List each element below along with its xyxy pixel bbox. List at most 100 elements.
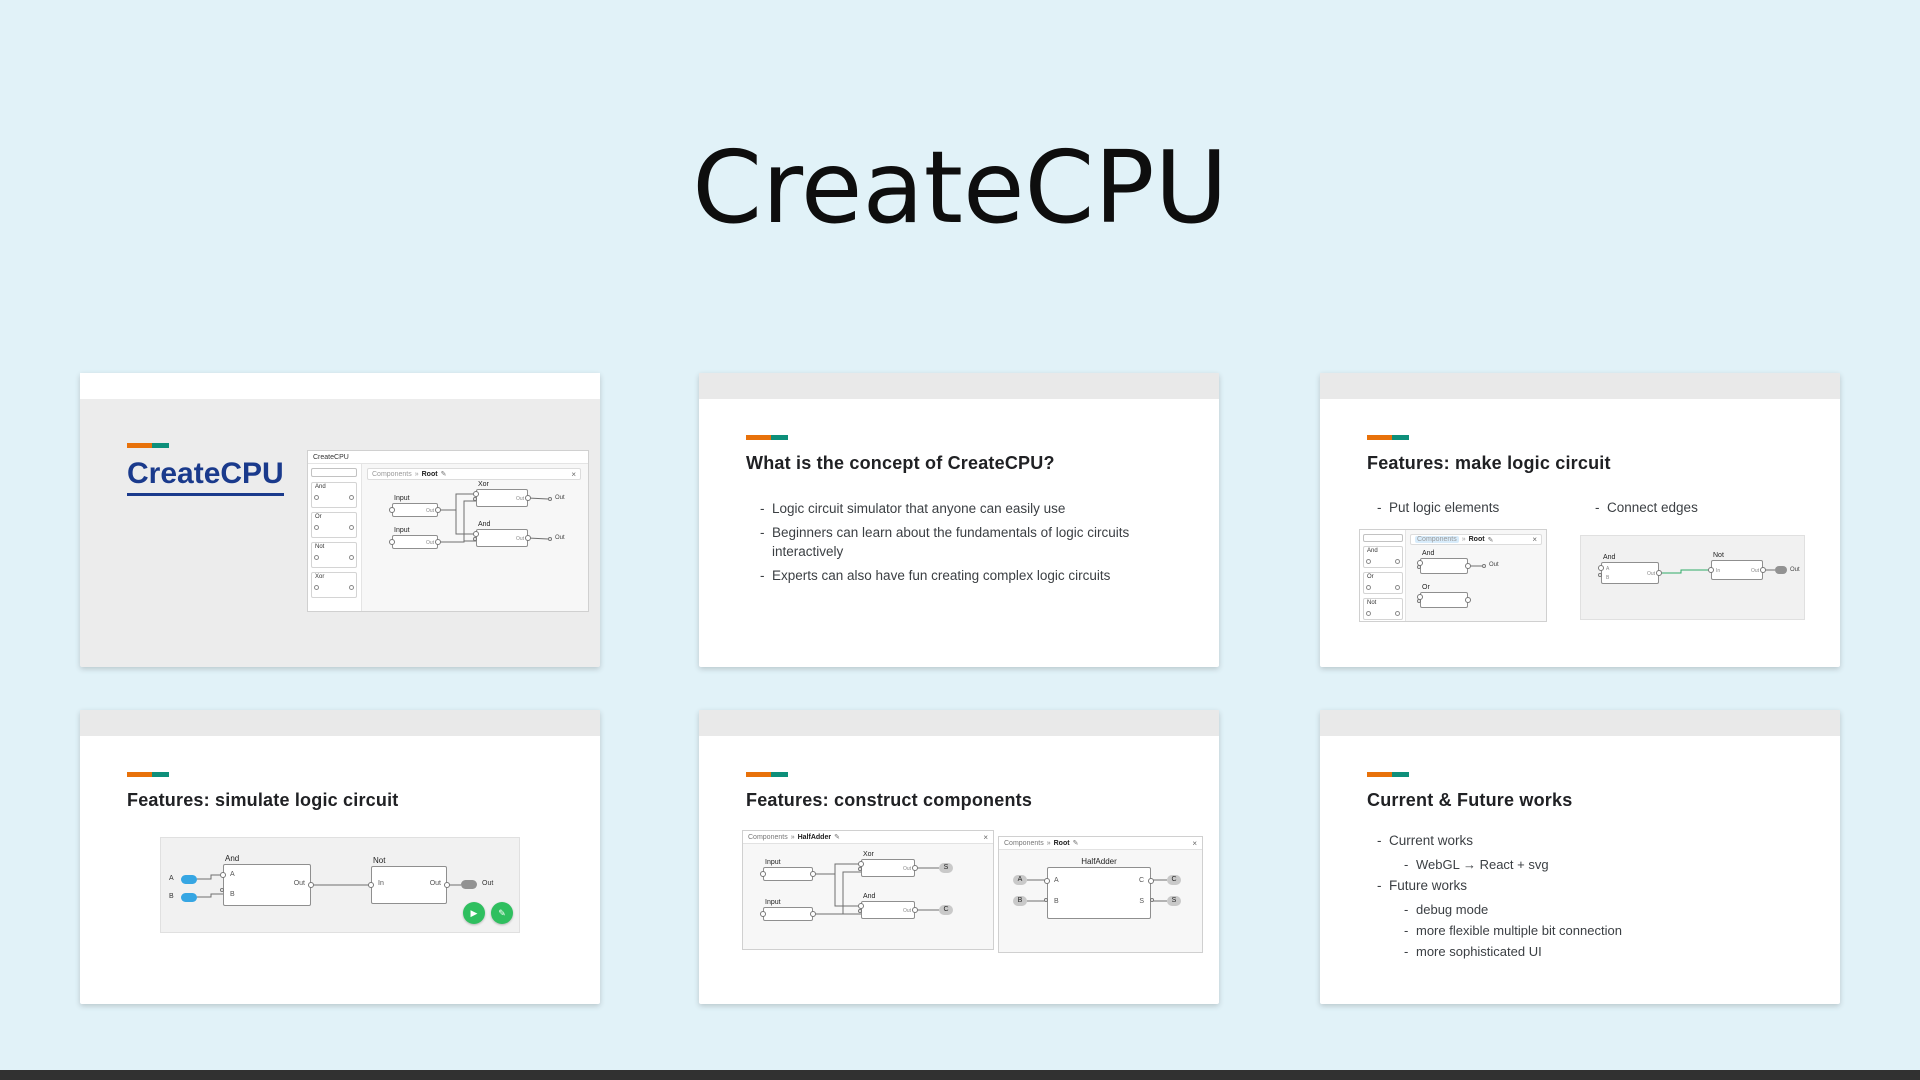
accent-bar (1367, 435, 1409, 440)
app-screenshot: A B And A B Out Not In Out Out ▶ ✎ (160, 837, 520, 933)
circuit-canvas: A B HalfAdder A B C S C S (999, 850, 1202, 952)
breadcrumb-app: Components (372, 470, 412, 478)
slide-title: Features: simulate logic circuit (127, 790, 399, 810)
node-xor: Xor Out (473, 481, 531, 507)
breadcrumb-app: Components (748, 833, 788, 841)
breadcrumb-current: HalfAdder (797, 833, 832, 841)
pin-dot (1417, 565, 1421, 570)
pin-dot (858, 909, 862, 914)
component-label: Or (1367, 574, 1374, 580)
component-sidebar: And Or Not (1360, 530, 1406, 621)
pin-label: S (1139, 898, 1144, 905)
out-pin (1482, 564, 1486, 568)
bullet-item: Put logic elements (1376, 499, 1499, 518)
slide-title: Current & Future works (1367, 790, 1573, 810)
pin-label: Out (515, 496, 524, 502)
component-list-item: Xor (311, 572, 357, 598)
app-screenshot: And A B Out Not In Out Out (1580, 535, 1805, 620)
pin-label: Out (429, 880, 441, 887)
out-label: Out (555, 535, 565, 541)
pin-dot (858, 867, 862, 872)
node-input: Input Out (389, 527, 441, 549)
page-title: CreateCPU (692, 129, 1228, 246)
pin-label: A (1054, 877, 1059, 884)
component-label: Not (315, 544, 325, 550)
close-icon: × (983, 832, 988, 842)
pin-label: Out (515, 536, 524, 542)
accent-bar (746, 435, 788, 440)
slide-header-strip (80, 710, 600, 736)
slide-card-1[interactable]: CreateCPU CreateCPU And Or Not Xor Compo… (80, 373, 600, 667)
app-screenshot: And Or Not Components » Root ✎ × And (1359, 529, 1547, 622)
node-label: Input (765, 899, 781, 906)
component-label: Xor (315, 574, 325, 580)
bullet-item: Current works (1376, 832, 1806, 851)
search-input (1363, 534, 1403, 542)
bullet-subitem: more sophisticated UI (1403, 943, 1806, 961)
edit-icon: ✎ (1072, 840, 1079, 847)
circuit-canvas: Components » Root ✎ × Input Out Input Ou (362, 464, 588, 611)
node-label: Not (373, 856, 386, 865)
close-icon: × (1192, 838, 1197, 848)
io-chip: C (1167, 875, 1181, 885)
component-list-item: And (1363, 546, 1403, 568)
io-chip: C (939, 905, 953, 915)
node-not: Not In Out (1708, 552, 1766, 580)
pin-dot (1150, 897, 1154, 902)
slide-card-5[interactable]: Features: construct components Component… (699, 710, 1219, 1004)
slide-header-strip (699, 373, 1219, 399)
node-label: And (1603, 554, 1616, 561)
node-xor: Xor Out (858, 851, 918, 877)
breadcrumb: Components » Root ✎ × (1410, 534, 1542, 545)
slide-card-4[interactable]: Features: simulate logic circuit A B And… (80, 710, 600, 1004)
io-chip: A (1013, 875, 1027, 885)
input-toggle (181, 893, 197, 902)
component-list-item: Not (311, 542, 357, 568)
out-label: Out (1489, 562, 1499, 568)
pin-label: B (1606, 575, 1610, 581)
play-icon: ▶ (470, 907, 478, 918)
slide-title: CreateCPU (127, 457, 284, 496)
out-pin (548, 497, 552, 501)
input-label: B (169, 893, 174, 900)
circuit-canvas: Input Input Xor Out And Out S C (743, 844, 993, 949)
chevron-right-icon: » (1046, 839, 1051, 847)
node-label: And (863, 893, 876, 900)
bullet-item: Future works (1376, 877, 1806, 896)
chevron-right-icon: » (790, 833, 795, 841)
node-label: Not (1713, 552, 1724, 559)
node-and: And A B Out (1598, 554, 1662, 584)
io-chip: B (1013, 896, 1027, 906)
node-label: Input (394, 527, 410, 534)
chevron-right-icon: » (1461, 536, 1466, 543)
component-sidebar: And Or Not Xor (308, 464, 362, 611)
slide-card-2[interactable]: What is the concept of CreateCPU? Logic … (699, 373, 1219, 667)
input-label: A (169, 875, 174, 882)
edit-icon: ✎ (1487, 536, 1494, 544)
pin-label: A (230, 871, 235, 878)
slide-card-3[interactable]: Features: make logic circuit Put logic e… (1320, 373, 1840, 667)
node-and: And Out (473, 521, 531, 547)
accent-bar (127, 443, 169, 448)
edit-icon: ✎ (440, 471, 447, 478)
node-label: And (225, 854, 240, 863)
component-label: And (315, 484, 326, 490)
bullet-item: Beginners can learn about the fundamenta… (759, 524, 1159, 562)
slide-card-6[interactable]: Current & Future works Current works Web… (1320, 710, 1840, 1004)
accent-bar (127, 772, 169, 777)
close-icon: × (571, 469, 576, 479)
breadcrumb-current: Root (421, 470, 438, 478)
node-and: And Out (858, 893, 918, 919)
app-screenshot: Components » Root ✎ × A B HalfAdder A B … (998, 836, 1203, 953)
component-label: Or (315, 514, 322, 520)
bullet-item: Connect edges (1594, 499, 1698, 518)
pin-label: Out (902, 866, 911, 872)
node-halfadder: HalfAdder A B C S (1044, 857, 1154, 919)
breadcrumb: Components » HalfAdder ✎ × (743, 831, 993, 844)
pin-dot (1598, 573, 1602, 577)
accent-bar (1367, 772, 1409, 777)
bullet-list: Logic circuit simulator that anyone can … (759, 500, 1159, 591)
slide-header-strip (699, 710, 1219, 736)
slide-title: Features: construct components (746, 790, 1033, 810)
node-input: Input (760, 899, 816, 921)
